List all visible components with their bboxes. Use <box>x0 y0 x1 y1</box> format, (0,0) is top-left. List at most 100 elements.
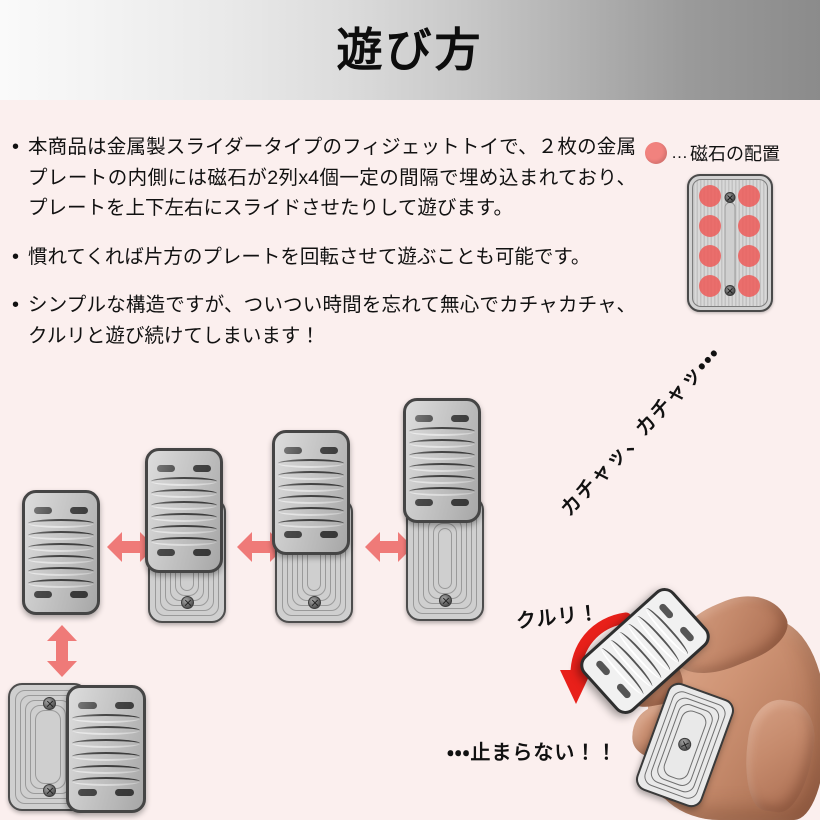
toy-stage-rotated-sideways <box>8 683 158 813</box>
plate-notch <box>77 702 98 709</box>
bullet-marker-icon: • <box>12 294 20 316</box>
plate-ridge <box>150 537 218 546</box>
list-item: • シンプルな構造ですが、ついつい時間を忘れて無心でカチャカチャ、クルリと遊び続… <box>12 290 636 351</box>
plate-ridge <box>150 513 218 522</box>
plate-ridge <box>277 507 345 516</box>
plate-ridge <box>408 451 476 460</box>
plate-notch <box>192 465 212 472</box>
magnet-dot <box>738 185 760 207</box>
screw-icon <box>724 192 736 203</box>
top-plate <box>66 685 146 813</box>
plate-ridge <box>27 567 95 576</box>
top-plate <box>145 448 223 573</box>
plate-notch <box>114 789 135 796</box>
legend-label: 磁石の配置 <box>690 144 780 164</box>
plate-ridge <box>71 765 141 774</box>
plate-notch <box>69 507 89 514</box>
plate-ridge <box>277 483 345 492</box>
magnet-layout-diagram <box>687 174 773 312</box>
plate-ridge <box>408 487 476 496</box>
screw-icon <box>439 594 452 607</box>
screw-icon <box>724 285 736 296</box>
plate-ridge <box>150 501 218 510</box>
magnet-dot <box>738 275 760 297</box>
plate-ridge <box>71 714 141 723</box>
plate-ridge <box>27 543 95 552</box>
plate-notch <box>33 591 53 598</box>
magnet-arrangement-panel: … 磁石の配置 <box>645 138 815 318</box>
screw-icon <box>181 596 194 609</box>
top-plate <box>22 490 100 615</box>
slide-arrow-horizontal <box>365 526 413 568</box>
plate-notch <box>77 789 98 796</box>
plate-inner-face <box>692 179 768 307</box>
magnet-dot-icon <box>645 142 667 164</box>
annotation-tomaranai: ・・・止まらない！！ <box>447 742 618 764</box>
header-banner: 遊び方 <box>0 0 820 100</box>
plate-ridge <box>27 579 95 588</box>
plate-notch <box>114 702 135 709</box>
plate-notch <box>69 591 89 598</box>
bullet-marker-icon: • <box>12 245 20 268</box>
magnet-dot <box>699 185 721 207</box>
plate-notch <box>156 549 176 556</box>
plate-ridge <box>27 531 95 540</box>
toy-stage-slid-small <box>145 448 226 623</box>
double-arrow-icon <box>47 625 77 677</box>
magnet-legend: … 磁石の配置 <box>645 138 815 168</box>
top-plate <box>403 398 481 523</box>
plate-notch <box>156 465 176 472</box>
plate-ridge <box>150 489 218 498</box>
top-plate <box>272 430 350 555</box>
rotation-arrow <box>556 608 646 708</box>
plate-notch <box>414 499 434 506</box>
list-item: • 本商品は金属製スライダータイプのフィジェットトイで、２枚の金属プレートの内側… <box>12 132 636 224</box>
plate-ridge <box>150 525 218 534</box>
plate-ridge <box>408 427 476 436</box>
plate-notch <box>192 549 212 556</box>
plate-ridge <box>27 519 95 528</box>
plate-ridge <box>408 475 476 484</box>
toy-stage-closed <box>22 490 100 615</box>
screw-icon <box>308 596 321 609</box>
slide-arrow-vertical <box>43 625 81 677</box>
slide-arrow-horizontal <box>107 526 155 568</box>
magnet-dot <box>699 245 721 267</box>
plate-ridge <box>408 439 476 448</box>
plate-ridge <box>27 555 95 564</box>
plate-ridge <box>71 739 141 748</box>
plate-ridge <box>71 726 141 735</box>
toy-stage-slid-medium <box>272 430 353 625</box>
double-arrow-icon <box>365 532 413 562</box>
plate-ridge <box>277 519 345 528</box>
plate-ridge <box>71 777 141 786</box>
plate-notch <box>450 499 470 506</box>
page-title: 遊び方 <box>336 24 484 76</box>
plate-notch <box>283 531 303 538</box>
plate-notch <box>319 447 339 454</box>
double-arrow-icon <box>107 532 155 562</box>
plate-ridge <box>277 459 345 468</box>
plate-ridge <box>277 471 345 480</box>
base-groove <box>438 528 452 589</box>
magnet-dot <box>738 215 760 237</box>
list-item-text: シンプルな構造ですが、ついつい時間を忘れて無心でカチャカチャ、クルリと遊び続けて… <box>28 294 636 347</box>
base-groove <box>35 710 61 784</box>
plate-notch <box>450 415 470 422</box>
plate-ridge <box>408 463 476 472</box>
legend-ellipsis: … <box>671 143 688 162</box>
plate-notch <box>319 531 339 538</box>
magnet-dot <box>699 215 721 237</box>
plate-ridge <box>71 752 141 761</box>
plate-notch <box>283 447 303 454</box>
list-item-text: 慣れてくれば片方のプレートを回転させて遊ぶことも可能です。 <box>28 245 591 268</box>
plate-ridge <box>150 477 218 486</box>
list-item-text: 本商品は金属製スライダータイプのフィジェットトイで、２枚の金属プレートの内側には… <box>28 136 636 219</box>
magnet-dot <box>699 275 721 297</box>
description-list: • 本商品は金属製スライダータイプのフィジェットトイで、２枚の金属プレートの内側… <box>12 132 636 369</box>
hand-holding-toy-photo <box>574 580 820 820</box>
screw-icon <box>43 697 56 710</box>
list-item: • 慣れてくれば片方のプレートを回転させて遊ぶことも可能です。 <box>12 242 636 273</box>
screw-icon <box>43 784 56 797</box>
